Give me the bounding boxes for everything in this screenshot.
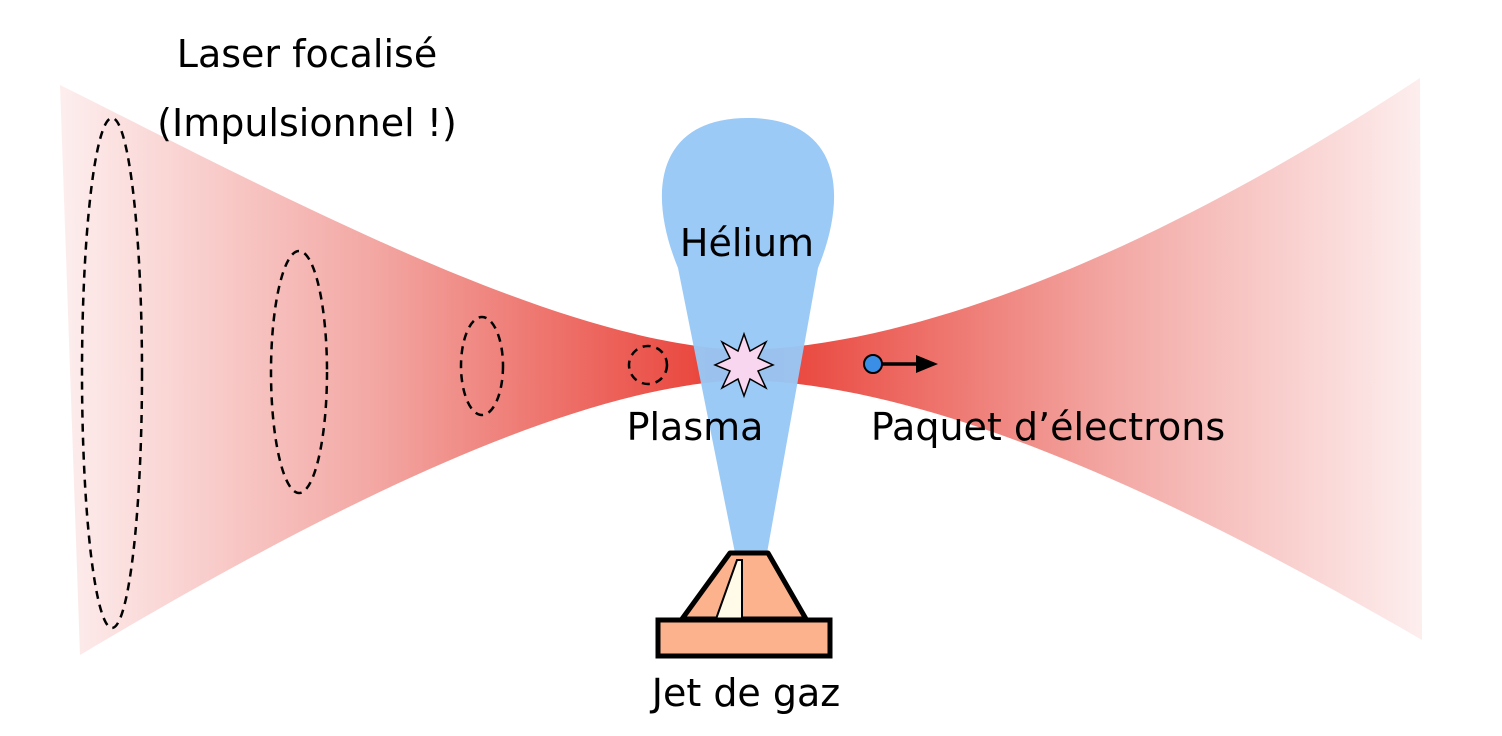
beam-cross-section-2	[269, 249, 329, 495]
gas-jet-label: Jet de gaz	[650, 671, 841, 715]
electron-bunch-label: Paquet d’électrons	[871, 405, 1225, 449]
nozzle-cone	[679, 550, 809, 622]
gas-nozzle	[655, 550, 833, 659]
laser-beam-right	[745, 78, 1422, 640]
plasma-label: Plasma	[627, 405, 764, 449]
beam-cross-section-1	[80, 116, 144, 630]
nozzle-base	[655, 617, 833, 659]
electron-arrow-head-icon	[916, 355, 938, 373]
helium-plume	[661, 118, 835, 553]
beam-cross-section-3	[459, 315, 505, 417]
laser-beam-left	[60, 85, 745, 655]
plasma-star-icon	[713, 331, 775, 399]
electron-bunch-icon	[863, 354, 883, 374]
laser-label-line2: (Impulsionnel !)	[157, 101, 457, 145]
laser-label-line1: Laser focalisé	[177, 32, 437, 76]
beam-cross-section-4	[627, 344, 669, 386]
helium-label: Hélium	[680, 221, 814, 265]
